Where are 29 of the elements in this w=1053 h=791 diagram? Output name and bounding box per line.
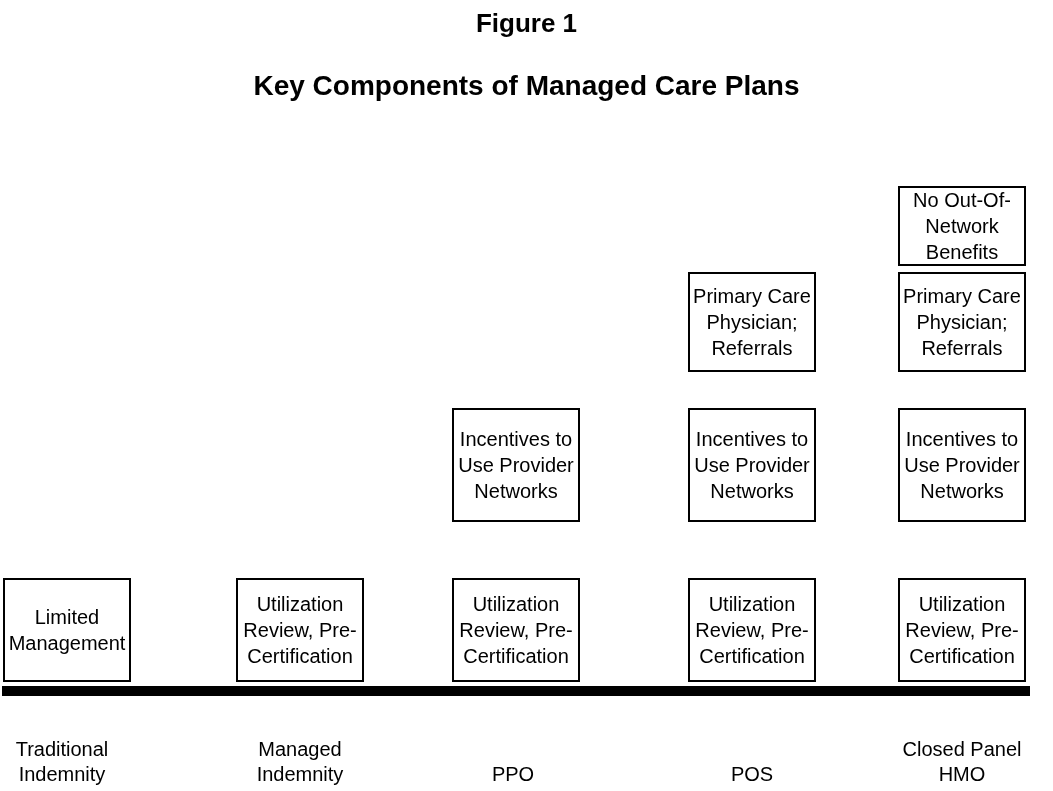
component-box [898,408,1026,522]
figure-caption: Figure 1 [474,8,579,39]
box-text: Utilization Review, Pre-Certification [458,592,574,669]
box-text: Utilization Review, Pre-Certification [242,592,358,669]
box-text: Limited Management [7,605,127,656]
component-box [688,578,816,682]
component-box [3,578,131,682]
component-box [236,578,364,682]
component-box [688,272,816,372]
chart-title: Key Components of Managed Care Plans [252,70,801,102]
box-text: Incentives to Use Provider Networks [903,427,1021,504]
box-text: No Out-Of-Network Benefits [912,188,1012,265]
box-text: Incentives to Use Provider Networks [693,427,811,504]
box-text: Primary Care Physician; Referrals [902,284,1022,361]
component-box [898,272,1026,372]
plan-type-label: PPO [490,762,536,787]
plan-type-label: Closed Panel HMO [901,737,1023,787]
box-text: Primary Care Physician; Referrals [692,284,812,361]
box-text: Utilization Review, Pre-Certification [694,592,810,669]
component-box [688,408,816,522]
plan-type-label: Managed Indemnity [255,737,345,787]
component-box [898,186,1026,266]
plan-type-label: POS [729,762,775,787]
component-box [452,408,580,522]
component-box [898,578,1026,682]
box-text: Utilization Review, Pre-Certification [904,592,1020,669]
plan-type-label: Traditional Indemnity [14,737,110,787]
box-text: Incentives to Use Provider Networks [457,427,575,504]
component-box [452,578,580,682]
